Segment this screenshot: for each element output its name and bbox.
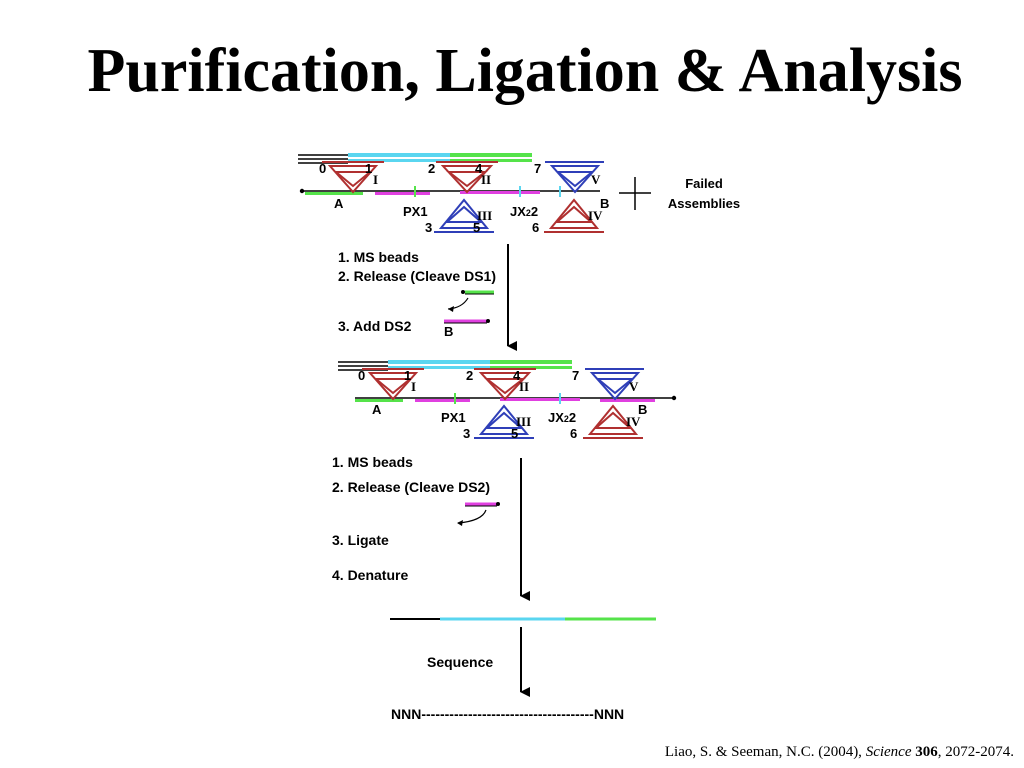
curved-arrow-head (448, 306, 454, 312)
mid-num-1: 1 (404, 368, 411, 383)
mid-roman-V: V (629, 379, 639, 394)
top-num-3: 3 (425, 220, 432, 235)
top-label-jx2: JX22 (510, 204, 538, 219)
mid-label-a: A (372, 402, 382, 417)
top-num-1: 1 (365, 161, 372, 176)
top-roman-III: III (477, 208, 492, 223)
mid-num-2: 2 (466, 368, 473, 383)
top-roman-V: V (591, 172, 601, 187)
top-assembly: 0 1 2 4 7 3 5 6 I II III IV V A B PX1 JX… (298, 153, 609, 235)
top-num-0: 0 (319, 161, 326, 176)
top-roman-I: I (373, 172, 378, 187)
mid-tile-III-blue (474, 404, 534, 439)
top-roman-IV: IV (588, 208, 603, 223)
mid-num-7: 7 (572, 368, 579, 383)
failed-line1: Failed (685, 176, 723, 191)
top-num-7: 7 (534, 161, 541, 176)
tile-V-blue (545, 161, 604, 194)
citation-journal: Science (865, 744, 912, 760)
released-ds1-strand (461, 290, 494, 295)
top-roman-II: II (481, 172, 491, 187)
tile-III-blue (434, 198, 494, 233)
slide-title: Purification, Ligation & Analysis (87, 37, 963, 105)
citation: Liao, S. & Seeman, N.C. (2004), Science … (665, 744, 1014, 761)
mid-tile-I-red (362, 368, 424, 401)
ds2-strand (444, 319, 490, 324)
curved-arrow-icon (447, 297, 469, 310)
mid-num-4: 4 (513, 368, 521, 383)
top-label-px1: PX1 (403, 204, 428, 219)
step1-ms-beads: 1. MS beads (338, 249, 419, 265)
step2-ms-beads: 1. MS beads (332, 454, 413, 470)
cross-icon (619, 177, 651, 210)
citation-authors: Liao, S. & Seeman, N.C. (2004), (664, 744, 866, 760)
tile-IV-red (544, 198, 604, 233)
tile-II-red (436, 161, 498, 194)
released-ds2-strand (465, 502, 500, 507)
mid-main-strand (355, 393, 677, 404)
top-num-5: 5 (473, 220, 480, 235)
top-num-4: 4 (475, 161, 483, 176)
top-label-b: B (600, 196, 609, 211)
mid-label-jx2: JX22 (548, 410, 576, 425)
step2-denature: 4. Denature (332, 567, 408, 583)
tile-I-red (322, 161, 384, 194)
step2-ligate: 3. Ligate (332, 532, 389, 548)
mid-num-6: 6 (570, 426, 577, 441)
mid-roman-II: II (519, 379, 529, 394)
top-main-strand (299, 186, 600, 197)
sequence-label: Sequence (427, 654, 493, 670)
step2-release: 2. Release (Cleave DS2) (332, 479, 490, 495)
mid-num-3: 3 (463, 426, 470, 441)
sequence-readout: NNN-------------------------------------… (391, 706, 624, 722)
failed-line2: Assemblies (668, 196, 740, 211)
mid-header-strands (338, 360, 572, 371)
mid-tile-II-red (474, 368, 536, 401)
citation-volume: 306 (915, 744, 938, 760)
step1-add-ds2: 3. Add DS2 (338, 318, 412, 334)
curved-arrow-head (457, 520, 463, 526)
top-num-2: 2 (428, 161, 435, 176)
mid-roman-III: III (516, 414, 531, 429)
mid-roman-I: I (411, 379, 416, 394)
citation-pages: , 2072-2074. (937, 744, 1014, 760)
ds2-label-b: B (444, 324, 453, 339)
top-label-a: A (334, 196, 344, 211)
mid-num-0: 0 (358, 368, 365, 383)
mid-num-5: 5 (511, 426, 518, 441)
mid-label-px1: PX1 (441, 410, 466, 425)
step1-release: 2. Release (Cleave DS1) (338, 268, 496, 284)
top-num-6: 6 (532, 220, 539, 235)
mid-assembly: 0 1 2 4 7 3 5 6 I II III IV V A B PX1 JX… (338, 360, 677, 441)
mid-tile-V-blue (585, 368, 644, 401)
mid-label-b: B (638, 402, 647, 417)
mid-tile-IV-red (583, 404, 643, 439)
mid-roman-IV: IV (626, 414, 641, 429)
